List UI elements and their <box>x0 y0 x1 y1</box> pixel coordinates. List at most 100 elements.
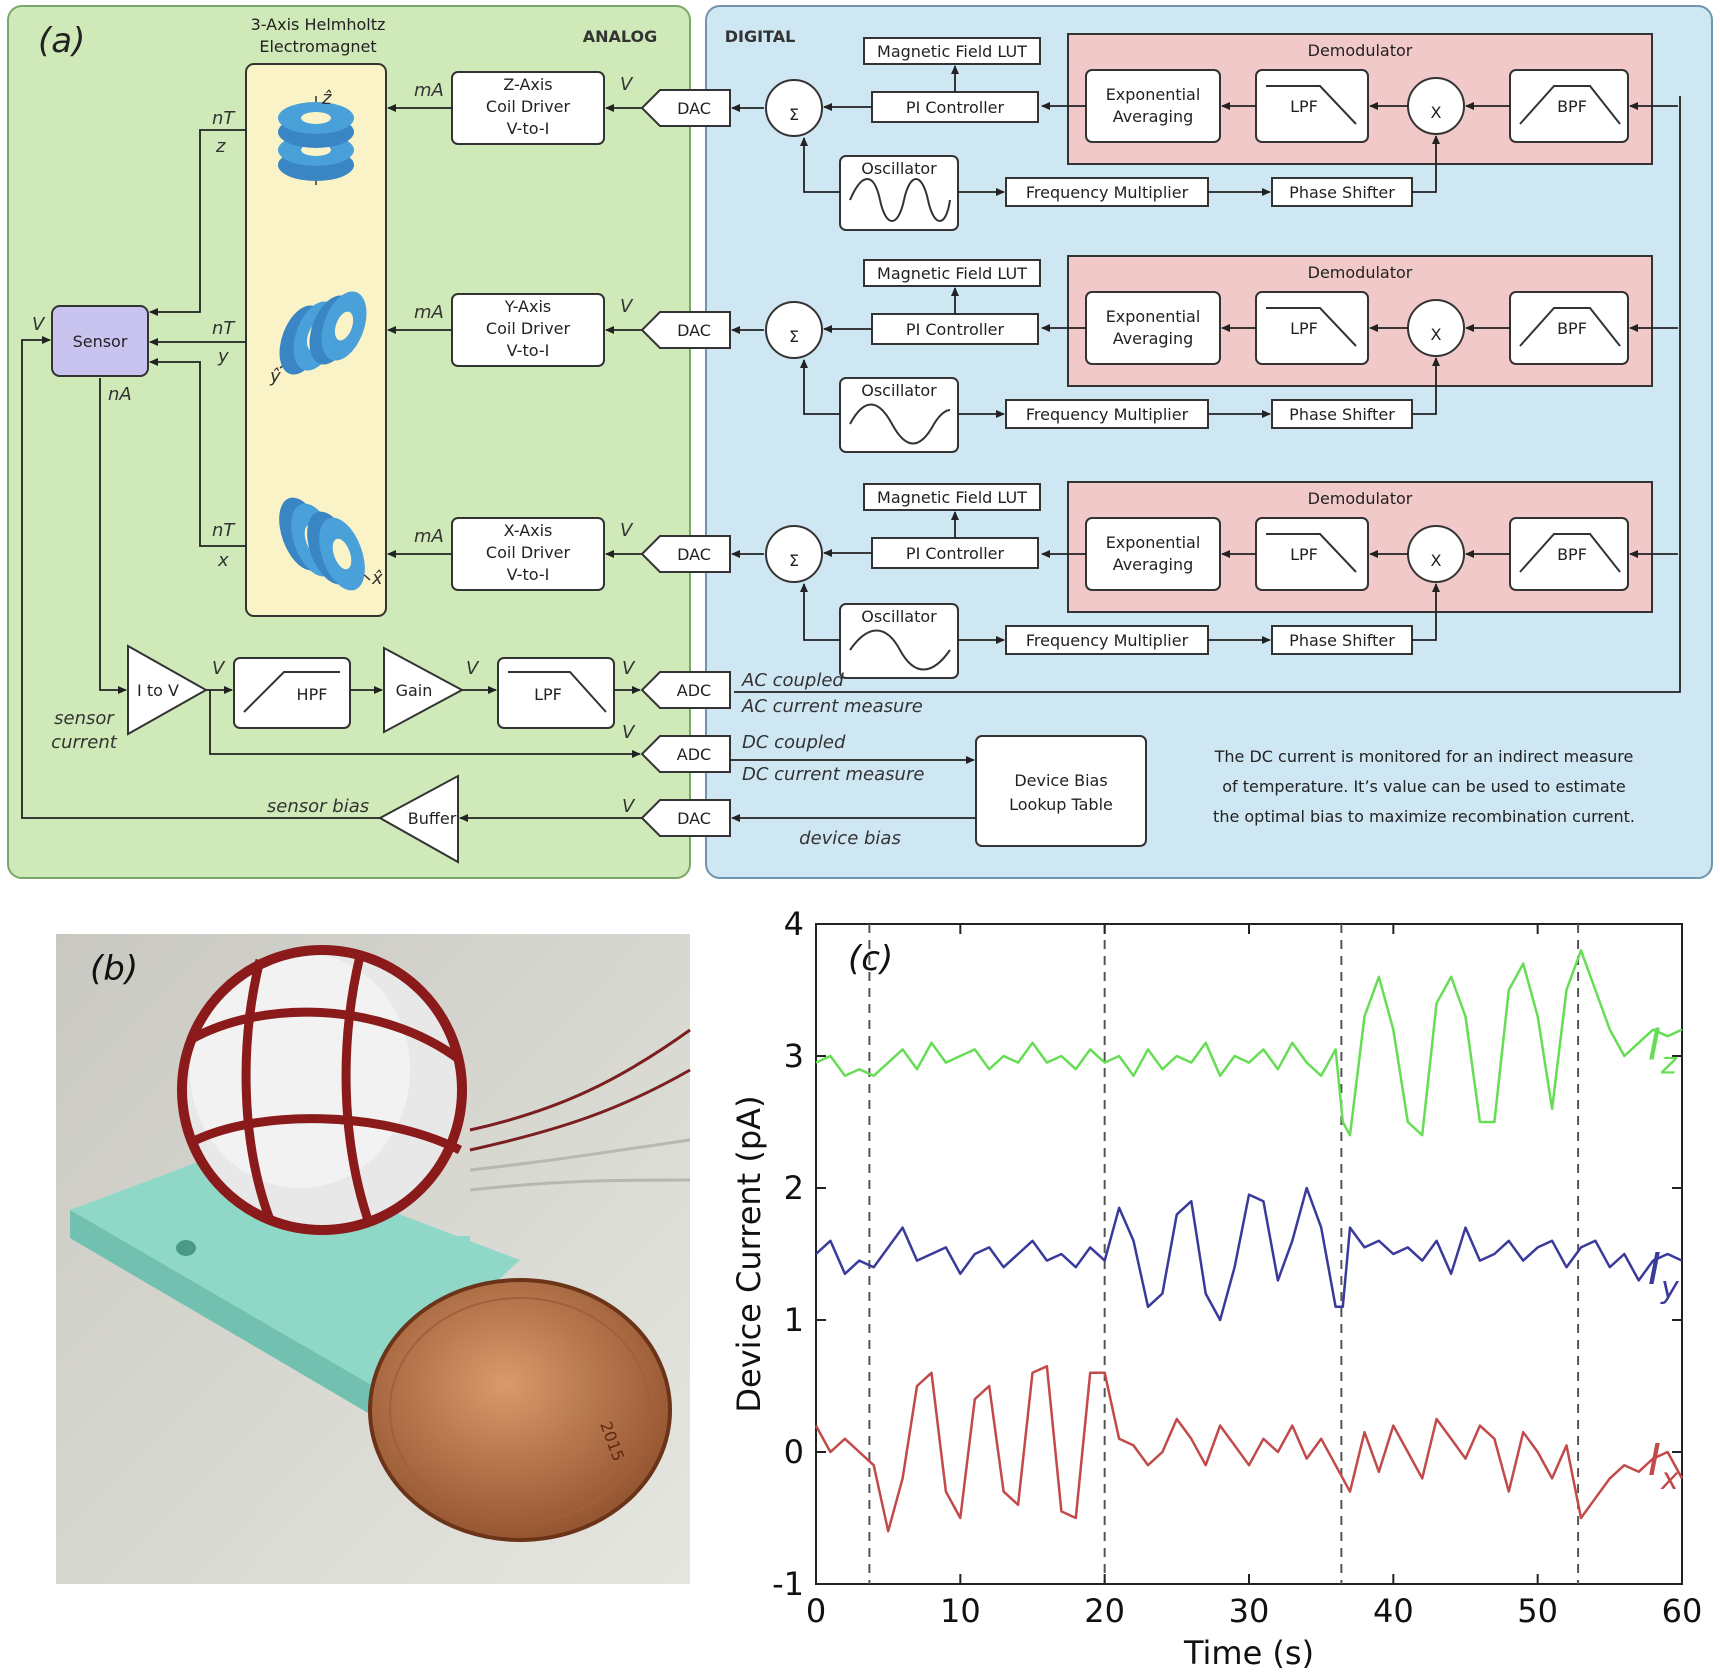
lpf-x-label: LPF <box>1290 545 1318 564</box>
coil-driver-y-line2: Coil Driver <box>486 319 571 338</box>
x-tick-label: 20 <box>1084 1592 1125 1630</box>
v-itov-label: V <box>212 658 226 679</box>
unit-z-label: ẑ <box>321 88 332 109</box>
y-tick-label: -1 <box>772 1565 804 1603</box>
coil-driver-x-line1: X-Axis <box>504 521 553 540</box>
axis-y-label: y <box>217 346 229 367</box>
lut-y-label: Magnetic Field LUT <box>877 264 1027 283</box>
wire-leads <box>469 1028 691 1192</box>
digital-loop-x: Σ Magnetic Field LUT PI Controller Demod… <box>731 481 1678 679</box>
mult-x-label: X <box>1431 551 1442 570</box>
v-bias-label: V <box>622 796 636 817</box>
coil-driver-x-line3: V-to-I <box>507 565 550 584</box>
lpf-y-label: LPF <box>1290 319 1318 338</box>
mult-z-label: X <box>1431 103 1442 122</box>
osc-x-label: Oscillator <box>861 607 937 626</box>
sensor-v-label: V <box>32 314 46 335</box>
osc-y-label: Oscillator <box>861 381 937 400</box>
x-tick-label: 30 <box>1229 1592 1270 1630</box>
coil-driver-z-line1: Z-Axis <box>503 75 552 94</box>
exp-avg-y-2: Averaging <box>1113 329 1194 348</box>
dac-x: DAC <box>640 535 731 573</box>
series-line-ix <box>814 1364 1684 1533</box>
ac-coupled-label: AC coupled <box>741 670 844 691</box>
gain-label: Gain <box>396 681 433 700</box>
osc-z-label: Oscillator <box>861 159 937 178</box>
bpf-y-label: BPF <box>1557 319 1587 338</box>
axis-z-label: z <box>215 136 226 157</box>
x-tick-label: 0 <box>806 1592 826 1630</box>
coil-z-icon: ẑ <box>278 88 354 185</box>
sensor-current-1: sensor <box>54 708 115 729</box>
pi-y-label: PI Controller <box>906 320 1005 339</box>
bpf-x-label: BPF <box>1557 545 1587 564</box>
helmholtz-title-1: 3-Axis Helmholtz <box>251 15 386 34</box>
lpf-chain-label: LPF <box>534 685 562 704</box>
y-tick-label: 1 <box>784 1301 804 1339</box>
coil-driver-y: Y-Axis Coil Driver V-to-I <box>451 293 605 367</box>
exp-avg-z-2: Averaging <box>1113 107 1194 126</box>
series-line-iz <box>815 949 1683 1137</box>
exp-avg-z-1: Exponential <box>1106 85 1201 104</box>
coil-driver-z-line3: V-to-I <box>507 119 550 138</box>
y-axis-label: Device Current (pA) <box>730 1095 768 1412</box>
device-bias-label: device bias <box>799 828 901 849</box>
buffer-label: Buffer <box>408 809 457 828</box>
dac-bias: DAC <box>640 799 731 837</box>
v-gain-label: V <box>466 658 480 679</box>
bias-lut-2: Lookup Table <box>1009 795 1113 814</box>
exp-avg-y-1: Exponential <box>1106 307 1201 326</box>
panel-b-photo: 2015 (b) <box>56 934 691 1584</box>
phase-x-label: Phase Shifter <box>1289 631 1395 650</box>
sensor-label: Sensor <box>73 332 128 351</box>
bias-lut-1: Device Bias <box>1014 771 1107 790</box>
sensor-bias-label: sensor bias <box>267 796 369 817</box>
bpf-z-label: BPF <box>1557 97 1587 116</box>
coil-driver-x: X-Axis Coil Driver V-to-I <box>451 517 605 591</box>
demod-z-label: Demodulator <box>1308 41 1413 60</box>
digital-loop-y: Σ Magnetic Field LUT PI Controller Demod… <box>731 255 1678 453</box>
x-axis-label: Time (s) <box>1183 1634 1314 1672</box>
hpf-label: HPF <box>297 685 328 704</box>
note-line-2: of temperature. It’s value can be used t… <box>1222 777 1626 796</box>
coil-fixture <box>177 945 467 1235</box>
panel-b-label: (b) <box>90 949 138 989</box>
v-lpf-label: V <box>622 658 636 679</box>
x-tick-label: 40 <box>1373 1592 1414 1630</box>
dc-coupled-label: DC coupled <box>742 732 846 753</box>
coil-driver-y-line1: Y-Axis <box>504 297 552 316</box>
digital-loop-z: Σ Magnetic Field LUT PI Controller Demod… <box>731 33 1678 231</box>
pi-z-label: PI Controller <box>906 98 1005 117</box>
dac-z-label: DAC <box>677 99 711 118</box>
series-label-sub: y <box>1660 1271 1680 1306</box>
freq-x-label: Frequency Multiplier <box>1026 631 1189 650</box>
sensor-current-2: current <box>51 732 118 753</box>
note-line-1: The DC current is monitored for an indir… <box>1214 747 1634 766</box>
coin-image: 2015 <box>368 1278 672 1542</box>
panel-a: (a) ANALOG DIGITAL 3-Axis Helmholtz Elec… <box>7 5 1713 879</box>
digital-title: DIGITAL <box>725 27 796 46</box>
dac-y-label: DAC <box>677 321 711 340</box>
dac-x-label: DAC <box>677 545 711 564</box>
coil-driver-z-line2: Coil Driver <box>486 97 571 116</box>
gain-amp <box>383 646 465 734</box>
lut-x-label: Magnetic Field LUT <box>877 488 1027 507</box>
coil-driver-x-line2: Coil Driver <box>486 543 571 562</box>
ma-z-label: mA <box>414 80 444 101</box>
plot-frame <box>815 923 1683 1585</box>
i-to-v-label: I to V <box>137 681 179 700</box>
ma-x-label: mA <box>414 526 444 547</box>
lut-z-label: Magnetic Field LUT <box>877 42 1027 61</box>
x-tick-label: 60 <box>1662 1592 1703 1630</box>
axis-x-label: x <box>217 550 229 571</box>
ma-y-label: mA <box>414 302 444 323</box>
v-x-label: V <box>620 520 634 541</box>
pi-x-label: PI Controller <box>906 544 1005 563</box>
freq-z-label: Frequency Multiplier <box>1026 183 1189 202</box>
sensor-box <box>51 305 149 377</box>
analog-title: ANALOG <box>583 27 658 46</box>
buffer-amp <box>377 774 459 864</box>
dac-bias-label: DAC <box>677 809 711 828</box>
ac-measure-label: AC current measure <box>741 696 923 717</box>
